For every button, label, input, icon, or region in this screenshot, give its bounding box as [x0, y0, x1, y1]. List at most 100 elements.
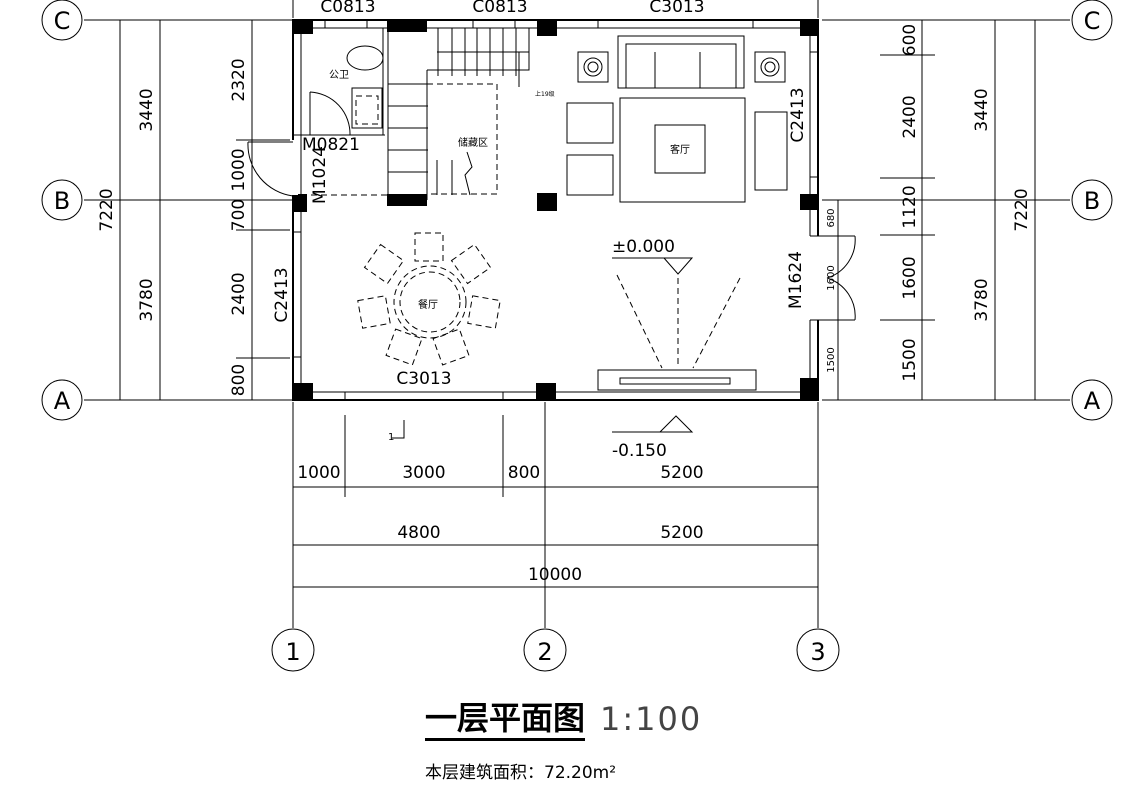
drawing-stroke: [293, 20, 313, 34]
dimension-label: 2400: [900, 95, 920, 138]
drawing-stroke: [41, 0, 83, 41]
window-top2: [472, 19, 516, 29]
dimension-label: 1120: [900, 185, 920, 228]
drawing-stroke: [290, 140, 298, 195]
section-mark: 1: [388, 432, 394, 443]
drawing-stroke: [523, 628, 567, 672]
dimension-label: 2320: [229, 58, 249, 101]
drawing-stroke: [537, 20, 557, 36]
drawing-stroke: [1071, 379, 1113, 421]
dimension-label: M1624: [786, 251, 806, 309]
dimension-label: 7220: [97, 188, 117, 231]
labels: C0813 C0813 C3013 C2413 C2413 C3013 M082…: [272, 0, 808, 389]
window-top3: [597, 19, 754, 29]
level-marks: ±0.000 -0.150 1: [388, 237, 694, 461]
dimension-label: 10000: [528, 565, 582, 585]
axis-a-right: A: [1084, 387, 1101, 415]
dimension-label: C3013: [649, 0, 704, 17]
living-furniture: [566, 35, 788, 203]
dimension-label: 5200: [660, 523, 703, 543]
dimension-label: 1600: [826, 265, 837, 290]
drawing-stroke: [612, 415, 694, 433]
left-dimensions: 7220 3440 3780 2320 1000 700 2400 800: [97, 20, 290, 400]
drawing-stroke: [654, 124, 706, 174]
axis-c-left: C: [54, 7, 71, 35]
walls: [247, 19, 856, 401]
dimension-label: 3000: [402, 463, 445, 483]
drawing-stroke: [393, 265, 467, 339]
stair-note: 上19级: [535, 90, 555, 98]
axis-bubbles: C B A C B A 1 2 3: [41, 0, 1113, 672]
axis-c-right: C: [1084, 7, 1101, 35]
dimension-label: C0813: [320, 0, 375, 17]
dimension-label: 3780: [137, 278, 157, 321]
dimension-label: 3440: [972, 88, 992, 131]
dimension-label: 800: [508, 463, 540, 483]
drawing-stroke: [619, 97, 746, 203]
level-floor: ±0.000: [612, 237, 675, 257]
toilet-fixtures: [346, 45, 384, 129]
dimension-label: 700: [229, 199, 249, 231]
drawing-stroke: [1071, 179, 1113, 221]
drawing-scale: 1:100: [600, 700, 703, 738]
drawing-stroke: [293, 415, 818, 588]
dimension-label: 800: [229, 364, 249, 396]
axis-3: 3: [810, 638, 825, 666]
drawing-stroke: [796, 628, 840, 672]
drawing-stroke: [800, 20, 818, 36]
stairs: [301, 28, 530, 200]
drawing-stroke: [392, 420, 405, 439]
drawing-stroke: [1071, 0, 1113, 41]
drawing-title: 一层平面图: [425, 698, 586, 741]
floor-area: 本层建筑面积：72.20m²: [425, 763, 617, 783]
dimension-label: 7220: [1012, 188, 1032, 231]
drawing-stroke: [764, 61, 776, 73]
drawing-stroke: [800, 378, 818, 400]
dimension-label: 1000: [229, 148, 249, 191]
dimension-label: 1500: [826, 347, 837, 372]
dimension-label: 4800: [397, 523, 440, 543]
drawing-stroke: [388, 83, 428, 173]
room-living: 客厅: [670, 143, 690, 156]
dimension-label: 5200: [660, 463, 703, 483]
axis-b-right: B: [1084, 187, 1100, 215]
drawing-stroke: 1000 3000 800 5200 4800 5200 10000: [297, 463, 703, 585]
drawing-stroke: [387, 194, 427, 206]
window-left: [292, 231, 302, 358]
drawing-stroke: [754, 51, 786, 83]
window-top1: [324, 19, 368, 29]
drawing-stroke: [399, 271, 461, 333]
drawing-stroke: [414, 232, 444, 262]
dimension-label: 1500: [900, 338, 920, 381]
drawing-stroke: [536, 383, 556, 400]
dimension-label: 1600: [900, 256, 920, 299]
right-dimensions: 600 2400 1120 1600 1500 3440 3780 7220 6…: [826, 20, 1036, 400]
drawing-stroke: [566, 154, 614, 196]
grid-lines: [84, 0, 1070, 628]
dimension-label: 3440: [137, 88, 157, 131]
drawing-stroke: [346, 45, 384, 71]
axis-a-left: A: [54, 387, 71, 415]
drawing-stroke: [363, 243, 405, 285]
drawing-stroke: [800, 194, 818, 210]
drawing-stroke: [467, 295, 501, 329]
window-bottom: [344, 391, 504, 401]
dimension-label: C0813: [472, 0, 527, 17]
level-outside: -0.150: [612, 441, 667, 461]
tv-cabinet: [597, 274, 757, 391]
dimension-label: 1000: [297, 463, 340, 483]
drawing-stroke: 680 1600 1500: [826, 208, 837, 372]
axis-b-left: B: [54, 187, 70, 215]
drawing-stroke: [119, 20, 290, 400]
drawing-stroke: [387, 20, 427, 32]
dimension-label: M0821: [302, 135, 360, 155]
drawing-stroke: [432, 328, 470, 366]
dimension-label: 2400: [229, 272, 249, 315]
drawing-stroke: [597, 369, 757, 391]
drawing-stroke: [355, 95, 379, 125]
drawing-stroke: [810, 235, 856, 321]
dimension-label: C3013: [396, 369, 451, 389]
drawing-stroke: 7220 3440 3780 2320 1000 700 2400 800: [97, 58, 249, 396]
dimension-label: C2413: [272, 267, 292, 322]
